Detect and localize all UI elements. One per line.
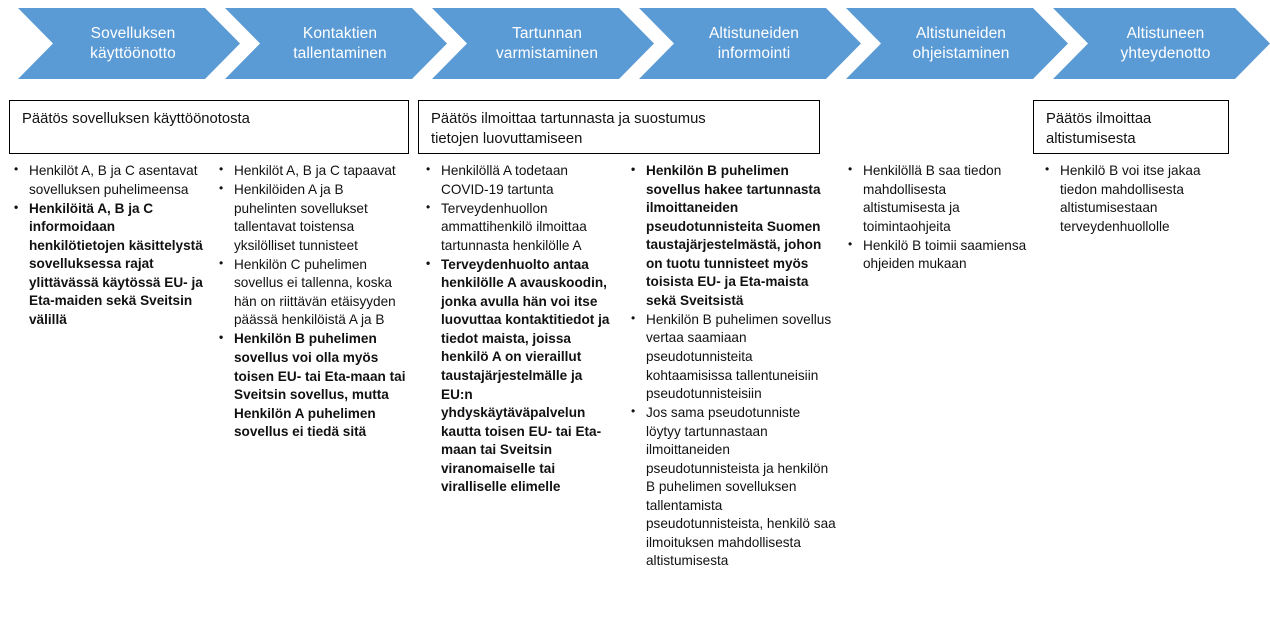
decision-box-infection-report: Päätös ilmoittaa tartunnasta ja suostumu… bbox=[418, 100, 820, 154]
list-item: Henkilöllä B saa tiedon mahdollisesta al… bbox=[845, 161, 1030, 236]
list-item: Henkilöllä A todetaan COVID-19 tartunta bbox=[423, 161, 613, 199]
list-item: Terveydenhuollon ammattihenkilö ilmoitta… bbox=[423, 199, 613, 256]
process-step-banner: Sovelluksen käyttöönotto Kontaktien tall… bbox=[0, 8, 1270, 79]
list-item: Henkilön B puhelimen sovellus voi olla m… bbox=[216, 329, 406, 441]
decision-box-adoption-text: Päätös sovelluksen käyttöönotosta bbox=[22, 111, 250, 127]
list-item: Henkilö B toimii saamiensa ohjeiden muka… bbox=[845, 236, 1030, 274]
decision-box-adoption: Päätös sovelluksen käyttöönotosta bbox=[9, 100, 409, 154]
process-step-2-label: Kontaktien tallentaminen bbox=[293, 24, 387, 62]
bullet-column-1: Henkilöt A, B ja C asentavat sovelluksen… bbox=[11, 161, 203, 330]
bullet-list-3: Henkilöllä A todetaan COVID-19 tartunta … bbox=[423, 161, 613, 497]
process-step-5-label: Altistuneiden ohjeistaminen bbox=[912, 24, 1010, 62]
process-step-1[interactable]: Sovelluksen käyttöönotto bbox=[18, 8, 240, 79]
bullet-column-4: Henkilön B puhelimen sovellus hakee tart… bbox=[628, 161, 838, 572]
process-step-3[interactable]: Tartunnan varmistaminen bbox=[432, 8, 654, 79]
bullet-list-2: Henkilöt A, B ja C tapaavat Henkilöiden … bbox=[216, 161, 406, 442]
bullet-column-3: Henkilöllä A todetaan COVID-19 tartunta … bbox=[423, 161, 613, 497]
list-item: Henkilön B puhelimen sovellus hakee tart… bbox=[628, 161, 838, 310]
list-item: Henkilöiden A ja B puhelinten sovellukse… bbox=[216, 180, 406, 255]
decision-box-infection-report-text: Päätös ilmoittaa tartunnasta ja suostumu… bbox=[431, 111, 706, 147]
decision-box-exposure-report-text: Päätös ilmoittaa altistumisesta bbox=[1046, 111, 1152, 147]
process-step-2[interactable]: Kontaktien tallentaminen bbox=[225, 8, 447, 79]
bullet-list-4: Henkilön B puhelimen sovellus hakee tart… bbox=[628, 161, 838, 571]
process-step-6-label: Altistuneen yhteydenotto bbox=[1120, 24, 1211, 62]
bullet-column-5: Henkilöllä B saa tiedon mahdollisesta al… bbox=[845, 161, 1030, 274]
decision-box-exposure-report: Päätös ilmoittaa altistumisesta bbox=[1033, 100, 1229, 154]
bullet-list-1: Henkilöt A, B ja C asentavat sovelluksen… bbox=[11, 161, 203, 330]
bullet-column-2: Henkilöt A, B ja C tapaavat Henkilöiden … bbox=[216, 161, 406, 442]
bullet-column-6: Henkilö B voi itse jakaa tiedon mahdolli… bbox=[1042, 161, 1232, 237]
bullet-list-5: Henkilöllä B saa tiedon mahdollisesta al… bbox=[845, 161, 1030, 274]
list-item: Terveydenhuolto antaa henkilölle A avaus… bbox=[423, 255, 613, 497]
list-item: Jos sama pseudotunniste löytyy tartunnas… bbox=[628, 403, 838, 571]
list-item: Henkilö B voi itse jakaa tiedon mahdolli… bbox=[1042, 161, 1232, 236]
process-step-3-label: Tartunnan varmistaminen bbox=[495, 24, 599, 62]
list-item: Henkilön C puhelimen sovellus ei tallenn… bbox=[216, 255, 406, 330]
process-step-1-label: Sovelluksen käyttöönotto bbox=[90, 24, 176, 62]
process-step-6[interactable]: Altistuneen yhteydenotto bbox=[1053, 8, 1270, 79]
list-item: Henkilön B puhelimen sovellus vertaa saa… bbox=[628, 310, 838, 404]
list-item: Henkilöt A, B ja C asentavat sovelluksen… bbox=[11, 161, 203, 199]
bullet-list-6: Henkilö B voi itse jakaa tiedon mahdolli… bbox=[1042, 161, 1232, 236]
list-item: Henkilöt A, B ja C tapaavat bbox=[216, 161, 406, 181]
process-step-5[interactable]: Altistuneiden ohjeistaminen bbox=[846, 8, 1068, 79]
process-step-4-label: Altistuneiden informointi bbox=[708, 24, 800, 62]
process-step-4[interactable]: Altistuneiden informointi bbox=[639, 8, 861, 79]
list-item: Henkilöitä A, B ja C informoidaan henkil… bbox=[11, 199, 203, 330]
